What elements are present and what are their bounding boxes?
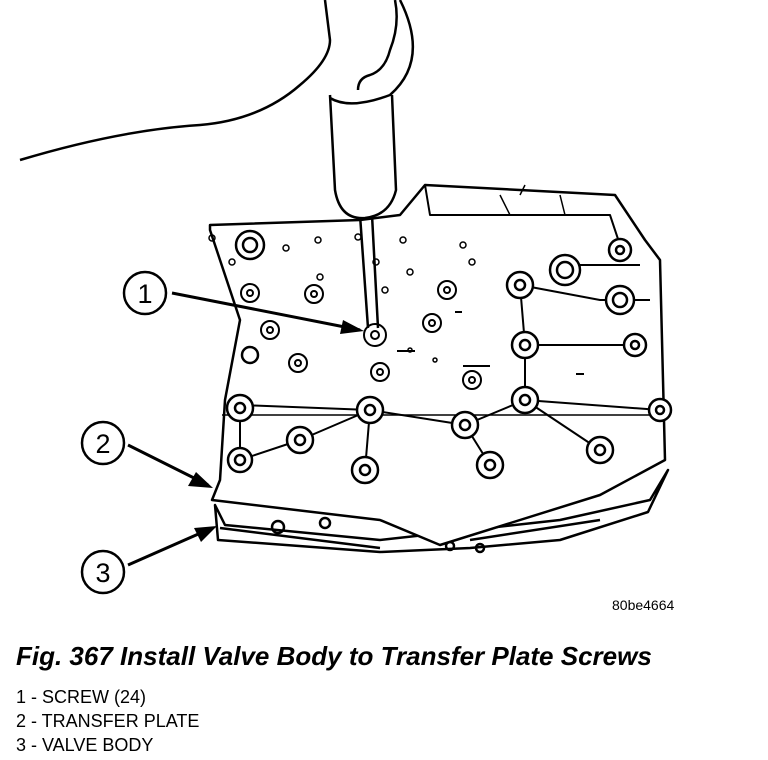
hand-outline	[19, 0, 415, 162]
figure-caption: Fig. 367 Install Valve Body to Transfer …	[16, 641, 652, 671]
legend-item-screw: 1 - SCREW (24)	[16, 687, 147, 707]
callout-1: 1	[122, 270, 168, 316]
callout-2-number: 2	[95, 429, 110, 459]
callout-1-number: 1	[137, 279, 152, 309]
valve-body-outline	[213, 468, 670, 554]
callout-2: 2	[80, 420, 126, 466]
valve-body-illustration: 1 2 3	[19, 0, 673, 595]
boss-pads	[225, 229, 673, 485]
image-id-label: 80be4664	[612, 597, 675, 613]
transfer-plate-outline	[208, 183, 667, 547]
callout-3: 3	[80, 549, 126, 595]
legend-item-transfer-plate: 2 - TRANSFER PLATE	[16, 711, 200, 731]
screw-heads	[240, 280, 482, 390]
callout-3-number: 3	[95, 558, 110, 588]
screwdriver-handle	[328, 94, 398, 220]
legend-list: 1 - SCREW (24) 2 - TRANSFER PLATE 3 - VA…	[16, 685, 199, 757]
valve-body-edge	[219, 518, 601, 550]
screwdriver-shaft	[358, 214, 380, 329]
legend-item-valve-body: 3 - VALVE BODY	[16, 735, 154, 755]
